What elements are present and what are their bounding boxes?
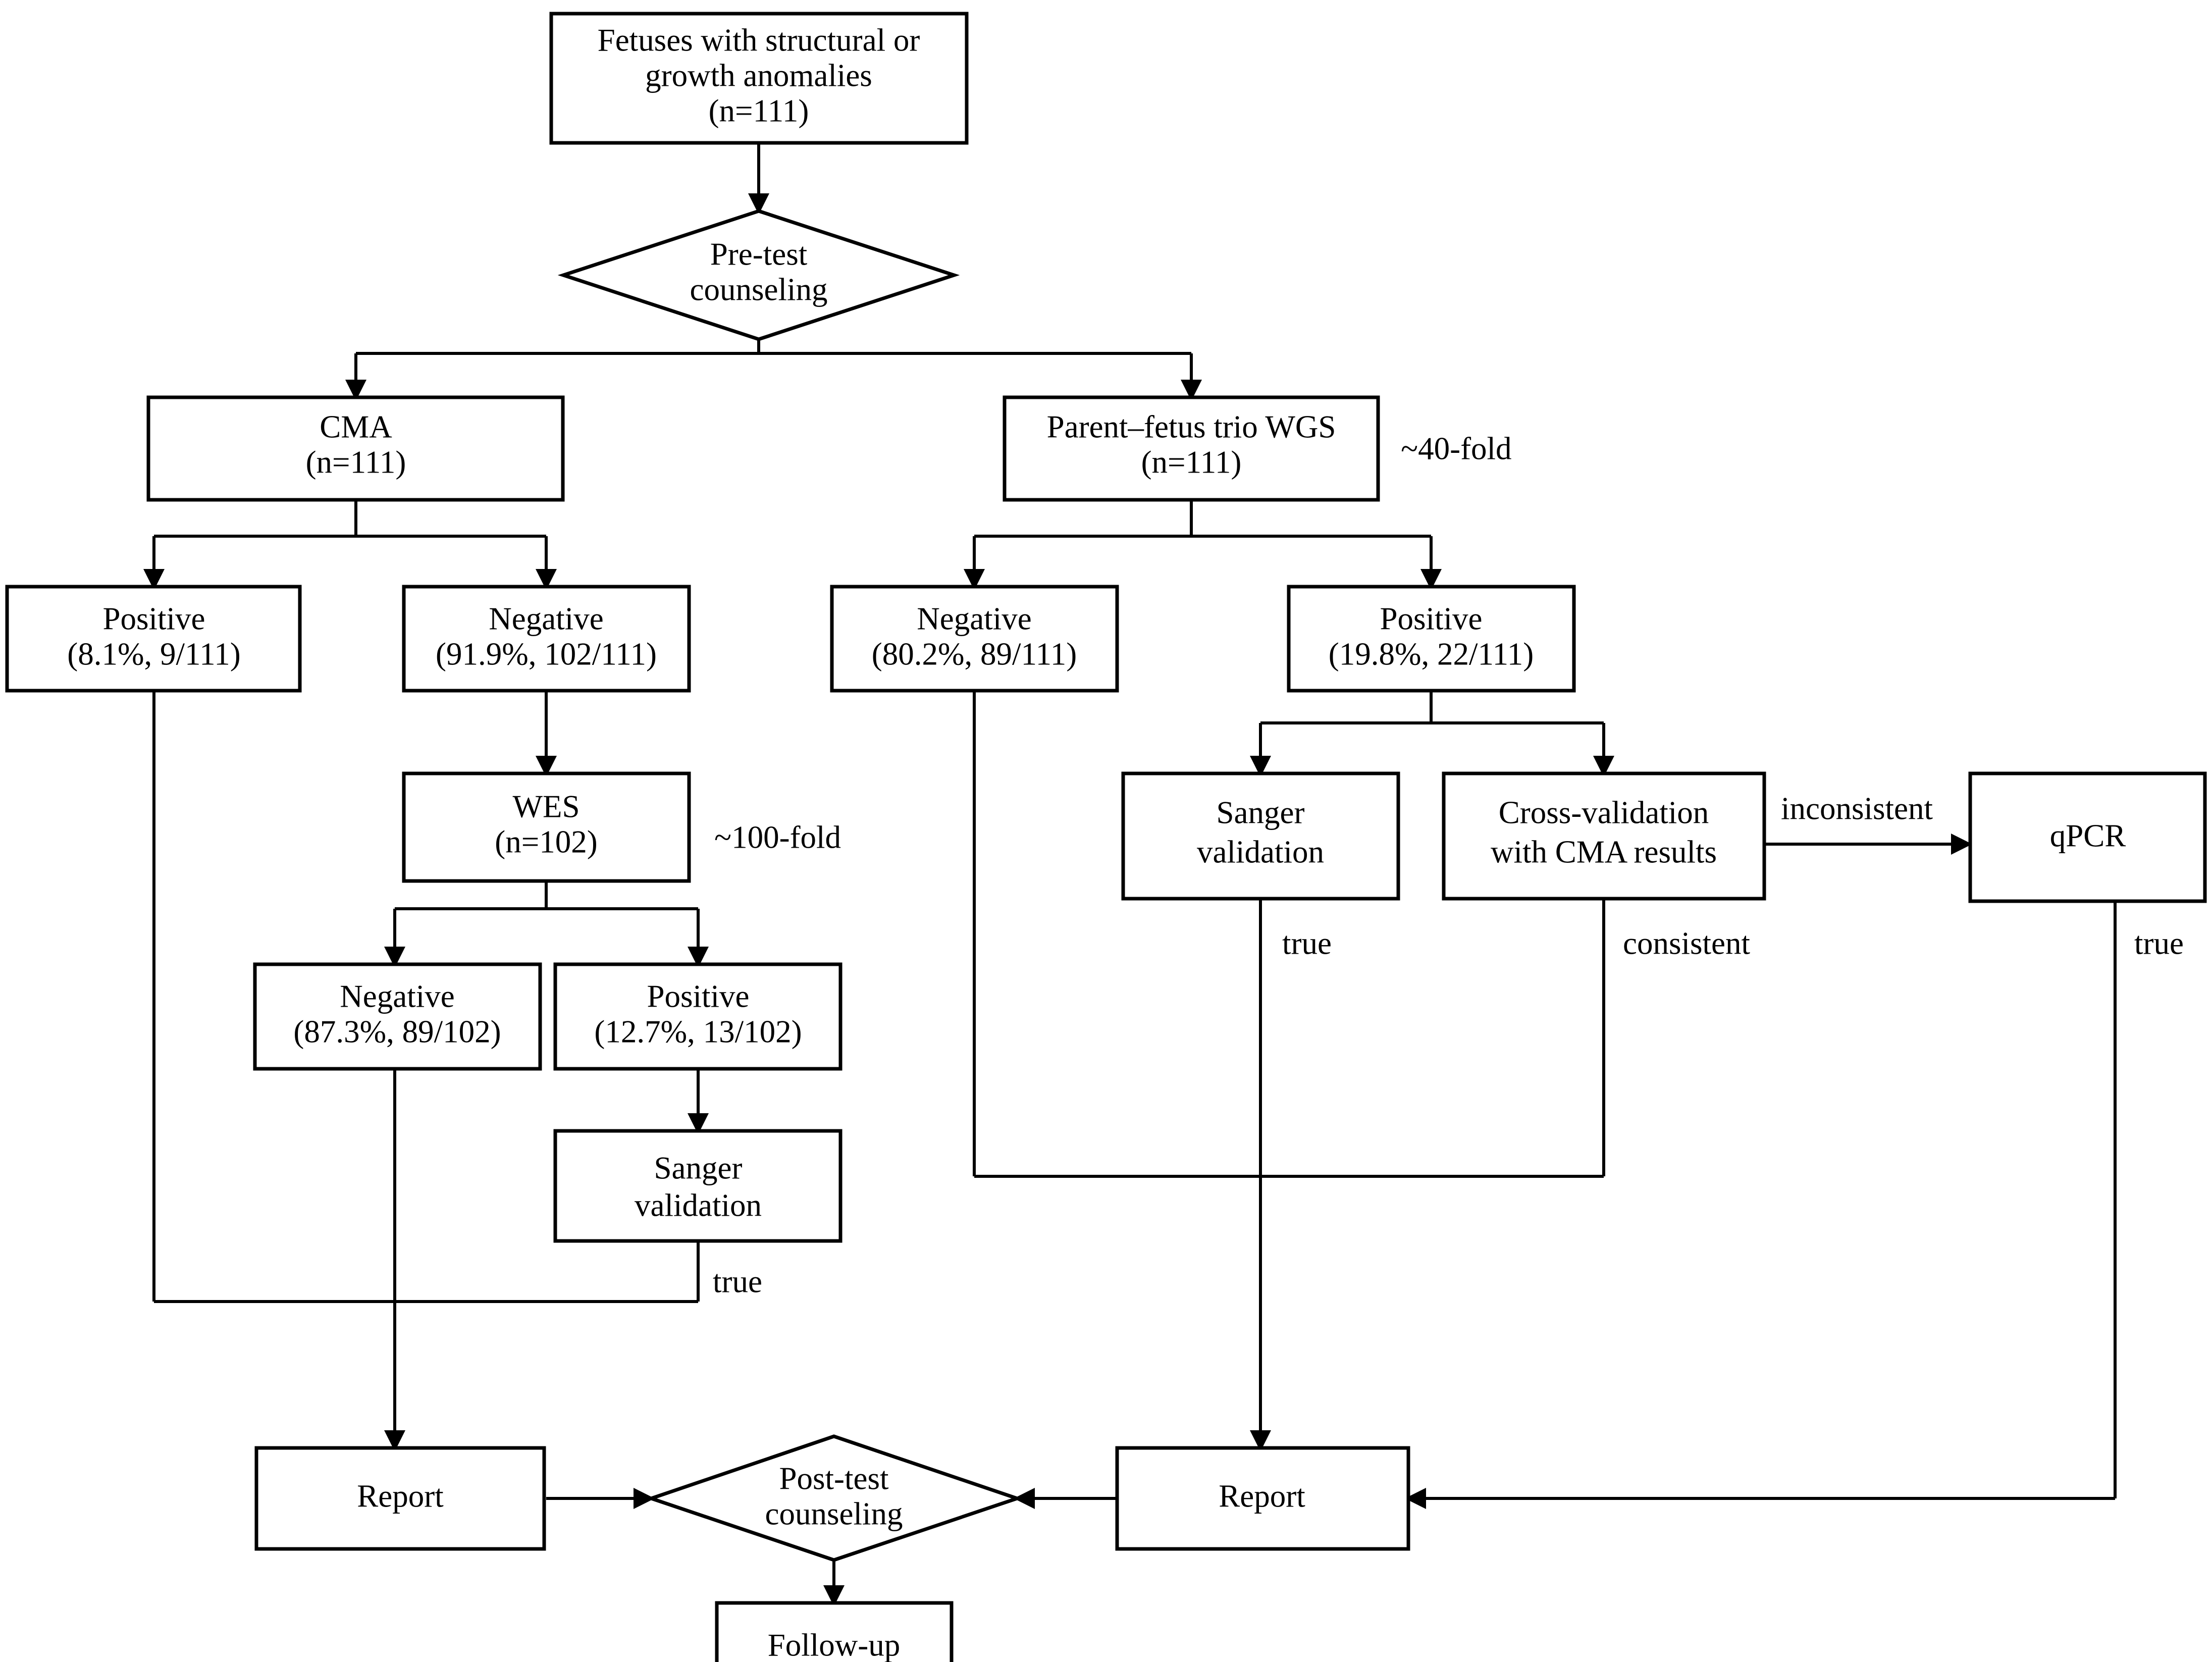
node-cma-positive-line-2: (8.1%, 9/111)	[67, 636, 241, 671]
node-parent-fetus-trio-wgs-line-2: (n=111)	[1141, 444, 1242, 480]
node-sanger-validation-left[interactable]: Sanger validation	[553, 1129, 842, 1243]
node-wgs-negative-line-2: (80.2%, 89/111)	[872, 636, 1077, 671]
node-cma-positive[interactable]: Positive (8.1%, 9/111)	[5, 585, 302, 693]
node-wes-negative-shape	[253, 962, 542, 1071]
node-wes-positive-shape	[553, 962, 842, 1071]
node-cma[interactable]: CMA (n=111)	[146, 395, 565, 502]
node-wes-positive[interactable]: Positive (12.7%, 13/102)	[553, 962, 842, 1071]
node-post-test-counseling[interactable]: Post-test counseling	[646, 1434, 1023, 1562]
node-wgs-positive-shape	[1287, 585, 1576, 693]
node-cma-line-1: CMA	[320, 409, 392, 444]
node-report-right-shape	[1115, 1446, 1410, 1551]
node-qpcr[interactable]: qPCR	[1968, 771, 2207, 903]
node-cohort[interactable]: Fetuses with structural or growth anomal…	[549, 12, 969, 145]
node-cma-line-2: (n=111)	[306, 444, 406, 480]
edge-label-true-sanger-left: true	[713, 1264, 762, 1299]
node-wes-negative[interactable]: Negative (87.3%, 89/102)	[253, 962, 542, 1071]
edge-label-true-sanger-right: true	[1282, 925, 1332, 961]
node-post-test-counseling-line-1: Post-test	[779, 1461, 889, 1496]
node-follow-up[interactable]: Follow-up	[715, 1601, 954, 1662]
node-wes-negative-line-1: Negative	[340, 978, 454, 1014]
node-cross-validation-shape	[1442, 771, 1766, 901]
node-cma-shape	[146, 395, 565, 502]
node-wes-shape	[402, 771, 691, 883]
node-cross-validation[interactable]: Cross-validation with CMA results	[1442, 771, 1766, 901]
node-report-right-line-1: Report	[1219, 1478, 1305, 1514]
node-follow-up-line-1: Follow-up	[768, 1627, 901, 1662]
node-sanger-validation-right[interactable]: Sanger validation	[1121, 771, 1400, 901]
node-cma-negative-line-2: (91.9%, 102/111)	[436, 636, 657, 671]
node-sanger-validation-right-shape	[1121, 771, 1400, 901]
node-wgs-negative-line-1: Negative	[917, 601, 1031, 636]
edge-label-inconsistent: inconsistent	[1781, 791, 1933, 826]
node-wes-line-1: WES	[513, 789, 580, 824]
node-sanger-validation-right-line-1: Sanger	[1217, 795, 1305, 830]
node-wes[interactable]: WES (n=102)	[402, 771, 691, 883]
node-wgs-positive[interactable]: Positive (19.8%, 22/111)	[1287, 585, 1576, 693]
node-cma-positive-shape	[5, 585, 302, 693]
node-qpcr-shape	[1968, 771, 2207, 903]
node-report-right[interactable]: Report	[1115, 1446, 1410, 1551]
node-wes-positive-line-1: Positive	[647, 978, 749, 1014]
node-sanger-validation-left-line-1: Sanger	[654, 1150, 743, 1185]
node-post-test-counseling-shape	[646, 1434, 1023, 1562]
node-pre-test-counseling-line-1: Pre-test	[710, 236, 808, 272]
node-report-left-line-1: Report	[357, 1478, 444, 1514]
annotation-coverage-wgs: ~40-fold	[1401, 431, 1512, 466]
node-post-test-counseling-line-2: counseling	[765, 1496, 903, 1531]
node-cohort-shape	[549, 12, 969, 145]
node-wgs-negative-shape	[830, 585, 1119, 693]
node-wgs-positive-line-2: (19.8%, 22/111)	[1329, 636, 1534, 671]
node-qpcr-line-1: qPCR	[2050, 818, 2126, 853]
node-cohort-line-3: (n=111)	[709, 93, 809, 128]
edge-label-consistent: consistent	[1623, 925, 1750, 961]
node-wes-line-2: (n=102)	[495, 824, 598, 859]
node-sanger-validation-right-line-2: validation	[1197, 834, 1324, 869]
node-report-left-shape	[254, 1446, 546, 1551]
annotation-coverage-wes: ~100-fold	[714, 819, 841, 855]
node-parent-fetus-trio-wgs-line-1: Parent–fetus trio WGS	[1047, 409, 1336, 444]
node-sanger-validation-left-line-2: validation	[635, 1187, 762, 1223]
node-pre-test-counseling-shape	[557, 209, 960, 341]
node-cross-validation-line-1: Cross-validation	[1499, 795, 1709, 830]
node-follow-up-shape	[715, 1601, 954, 1662]
node-parent-fetus-trio-wgs-shape	[1003, 395, 1380, 502]
node-parent-fetus-trio-wgs[interactable]: Parent–fetus trio WGS (n=111)	[1003, 395, 1380, 502]
node-wgs-negative[interactable]: Negative (80.2%, 89/111)	[830, 585, 1119, 693]
node-cma-negative-line-1: Negative	[489, 601, 603, 636]
node-report-left[interactable]: Report	[254, 1446, 546, 1551]
node-cross-validation-line-2: with CMA results	[1491, 834, 1717, 869]
node-wes-positive-line-2: (12.7%, 13/102)	[594, 1014, 802, 1049]
node-cma-negative[interactable]: Negative (91.9%, 102/111)	[402, 585, 691, 693]
node-cma-positive-line-1: Positive	[102, 601, 205, 636]
edge-label-true-qpcr: true	[2134, 925, 2184, 961]
node-wgs-positive-line-1: Positive	[1380, 601, 1482, 636]
node-pre-test-counseling[interactable]: Pre-test counseling	[557, 209, 960, 341]
node-wes-negative-line-2: (87.3%, 89/102)	[293, 1014, 501, 1049]
node-cma-negative-shape	[402, 585, 691, 693]
node-cohort-line-1: Fetuses with structural or	[598, 22, 920, 58]
node-pre-test-counseling-line-2: counseling	[690, 272, 828, 307]
node-sanger-validation-left-shape	[553, 1129, 842, 1243]
node-cohort-line-2: growth anomalies	[645, 58, 872, 93]
